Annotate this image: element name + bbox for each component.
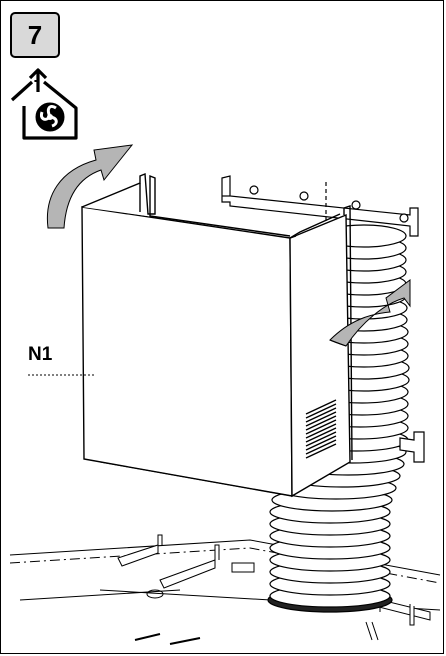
- upper-wall-bracket: [221, 175, 419, 237]
- right-curved-arrow-icon: [329, 279, 411, 347]
- part-label-n1: N1: [28, 344, 53, 365]
- ventilation-grille: [305, 399, 337, 459]
- lower-wall-bracket: [399, 431, 425, 463]
- left-curved-arrow-icon: [46, 144, 134, 229]
- step-number-badge: 7: [10, 12, 60, 58]
- chimney-cover: [81, 172, 353, 498]
- house-fan-icon: [10, 68, 78, 140]
